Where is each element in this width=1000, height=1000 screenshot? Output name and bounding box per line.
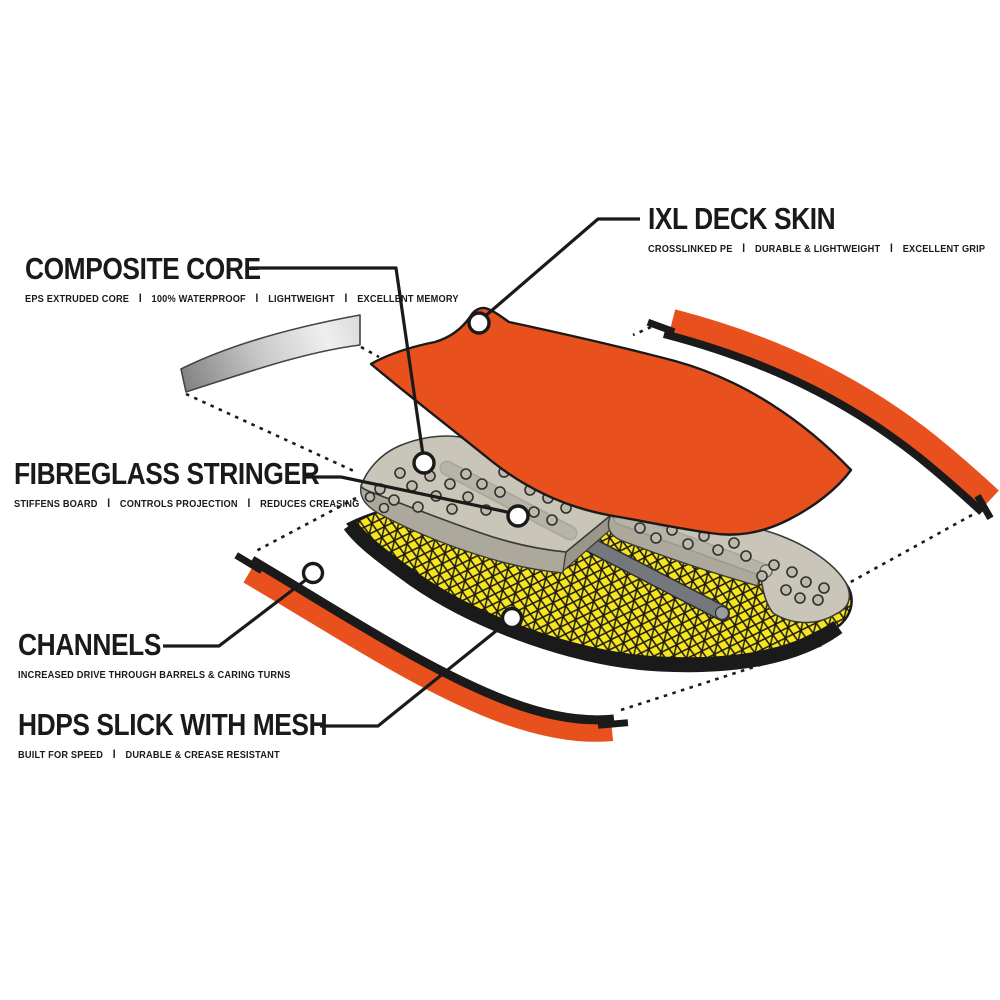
feature-text: CROSSLINKED PE: [648, 243, 733, 255]
feature-separator: I: [344, 293, 348, 305]
feature-text: LIGHTWEIGHT: [268, 293, 335, 305]
label-composite-core: COMPOSITE CORE EPS EXTRUDED CORE I 100% WA…: [25, 253, 518, 305]
feature-text: EPS EXTRUDED CORE: [25, 293, 130, 305]
feature-text: CONTROLS PROJECTION: [119, 498, 238, 510]
feature-text: DURABLE & LIGHTWEIGHT: [754, 243, 881, 255]
feature-text: REDUCES CREASING: [260, 498, 360, 510]
callout-composite-core: [412, 451, 436, 475]
leader-fibreglass-stringer: [303, 475, 513, 515]
rail-end-cap: [646, 318, 676, 336]
dotted-right-rail-to-deck: [632, 325, 652, 337]
channel-rail-right: [646, 309, 999, 521]
dotted-arc-to-core: [185, 392, 357, 474]
leader-lines: [163, 217, 640, 728]
label-deck-skin: IXL DECK SKIN CROSSLINKED PE I DURABLE & L…: [648, 203, 1000, 255]
feature-separator: I: [742, 243, 746, 255]
callout-hdps-slick: [500, 606, 524, 630]
fibreglass-stringer-title: FIBREGLASS STRINGER: [14, 456, 320, 491]
feature-separator: I: [247, 498, 251, 510]
rail-end-cap: [234, 552, 264, 574]
dotted-connector-lines: [185, 325, 973, 712]
deck-skin-features: CROSSLINKED PE I DURABLE & LIGHTWEIGHT I EXC…: [648, 243, 985, 255]
rail-end-cap: [597, 719, 629, 729]
callout-deck-skin: [467, 311, 491, 335]
deck-skin-title: IXL DECK SKIN: [648, 201, 836, 236]
dotted-core-to-left-rail: [255, 496, 357, 553]
feature-separator: I: [112, 749, 116, 761]
callout-points: [301, 311, 530, 630]
feature-text: BUILT FOR SPEED: [18, 749, 104, 761]
feature-separator: I: [107, 498, 111, 510]
feature-text: EXCELLENT GRIP: [902, 243, 986, 255]
dotted-arc-to-deck: [360, 345, 380, 359]
composite-core-title: COMPOSITE CORE: [25, 251, 261, 286]
channel-rail-left: [234, 552, 629, 742]
slick-black-band: [343, 520, 843, 673]
hdps-slick-features: BUILT FOR SPEED I DURABLE & CREASE RESISTA…: [18, 749, 338, 761]
callout-channels: [301, 561, 325, 585]
feature-separator: I: [890, 243, 894, 255]
feature-separator: I: [138, 293, 142, 305]
callout-fibreglass-stringer: [506, 504, 530, 528]
core-vent-holes: [364, 466, 830, 606]
stringer-arc: [180, 314, 361, 393]
rail-end-cap: [974, 493, 994, 521]
leader-channels: [163, 577, 308, 648]
fibreglass-stringer-features: STIFFENS BOARD I CONTROLS PROJECTION I REDUC…: [14, 498, 359, 510]
feature-text: DURABLE & CREASE RESISTANT: [125, 749, 280, 761]
dotted-right-rail-to-tail: [846, 513, 973, 586]
label-fibreglass-stringer: FIBREGLASS STRINGER STIFFENS BOARD I CONTR…: [14, 458, 407, 510]
channels-title: CHANNELS: [18, 627, 161, 662]
feature-text: INCREASED DRIVE THROUGH BARRELS & CARING…: [18, 669, 291, 681]
feature-text: STIFFENS BOARD: [14, 498, 98, 510]
label-hdps-slick: HDPS SLICK WITH MESH BUILT FOR SPEED I DUR…: [18, 709, 382, 761]
feature-text: EXCELLENT MEMORY: [357, 293, 459, 305]
composite-core-features: EPS EXTRUDED CORE I 100% WATERPROOF I LIGHTW…: [25, 293, 459, 305]
leader-hdps-slick: [320, 621, 508, 728]
leader-deck-skin: [481, 217, 640, 320]
hdps-slick-title: HDPS SLICK WITH MESH: [18, 707, 328, 742]
label-channels: CHANNELS INCREASED DRIVE THROUGH BARRELS…: [18, 629, 328, 681]
feature-separator: I: [255, 293, 259, 305]
channels-features: INCREASED DRIVE THROUGH BARRELS & CARING…: [18, 669, 290, 681]
leader-composite-core: [250, 266, 425, 456]
feature-text: 100% WATERPROOF: [151, 293, 246, 305]
